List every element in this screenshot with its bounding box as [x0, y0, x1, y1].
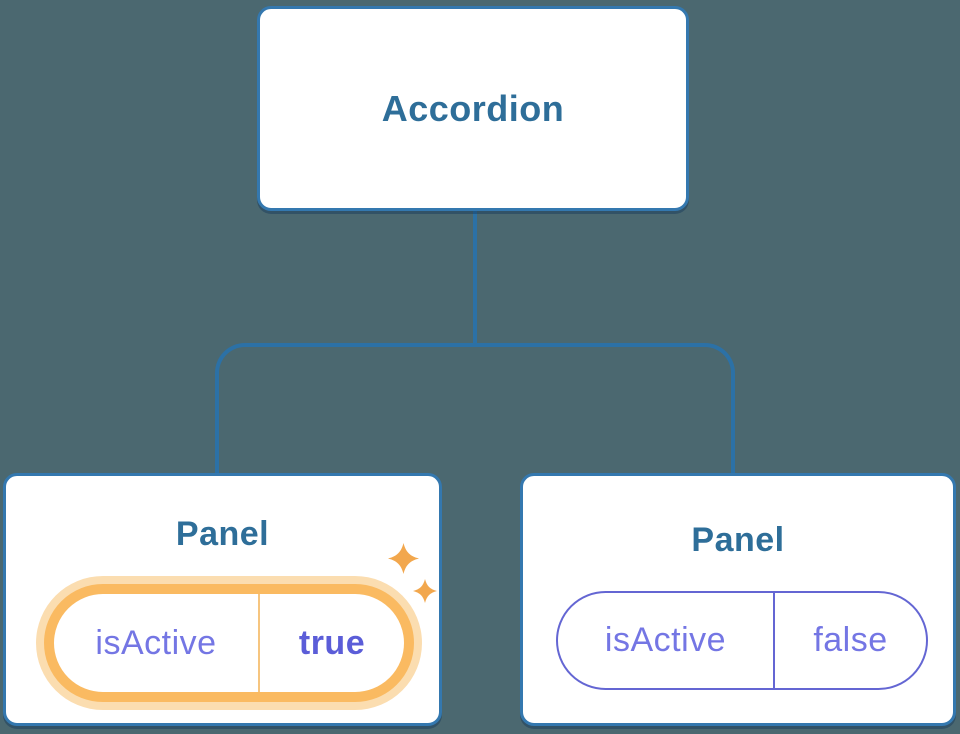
sparkle-icon-large	[388, 543, 419, 574]
state-value: true	[298, 623, 366, 662]
connector-branch	[215, 343, 735, 474]
state-key: isActive	[558, 593, 775, 688]
panel-node-inactive: Panel isActive false	[520, 473, 956, 726]
state-pill-active: isActive true	[44, 584, 414, 702]
state-value: false	[813, 621, 888, 659]
connector-stem	[473, 209, 477, 345]
panel-node-active: Panel isActive true	[3, 473, 442, 726]
panel-title: Panel	[691, 521, 785, 559]
accordion-label: Accordion	[381, 87, 565, 129]
accordion-node: Accordion	[257, 6, 689, 211]
panel-title: Panel	[175, 515, 270, 553]
state-pill-inactive: isActive false	[556, 591, 928, 690]
sparkle-icon-small	[413, 579, 437, 603]
state-key: isActive	[54, 594, 260, 692]
